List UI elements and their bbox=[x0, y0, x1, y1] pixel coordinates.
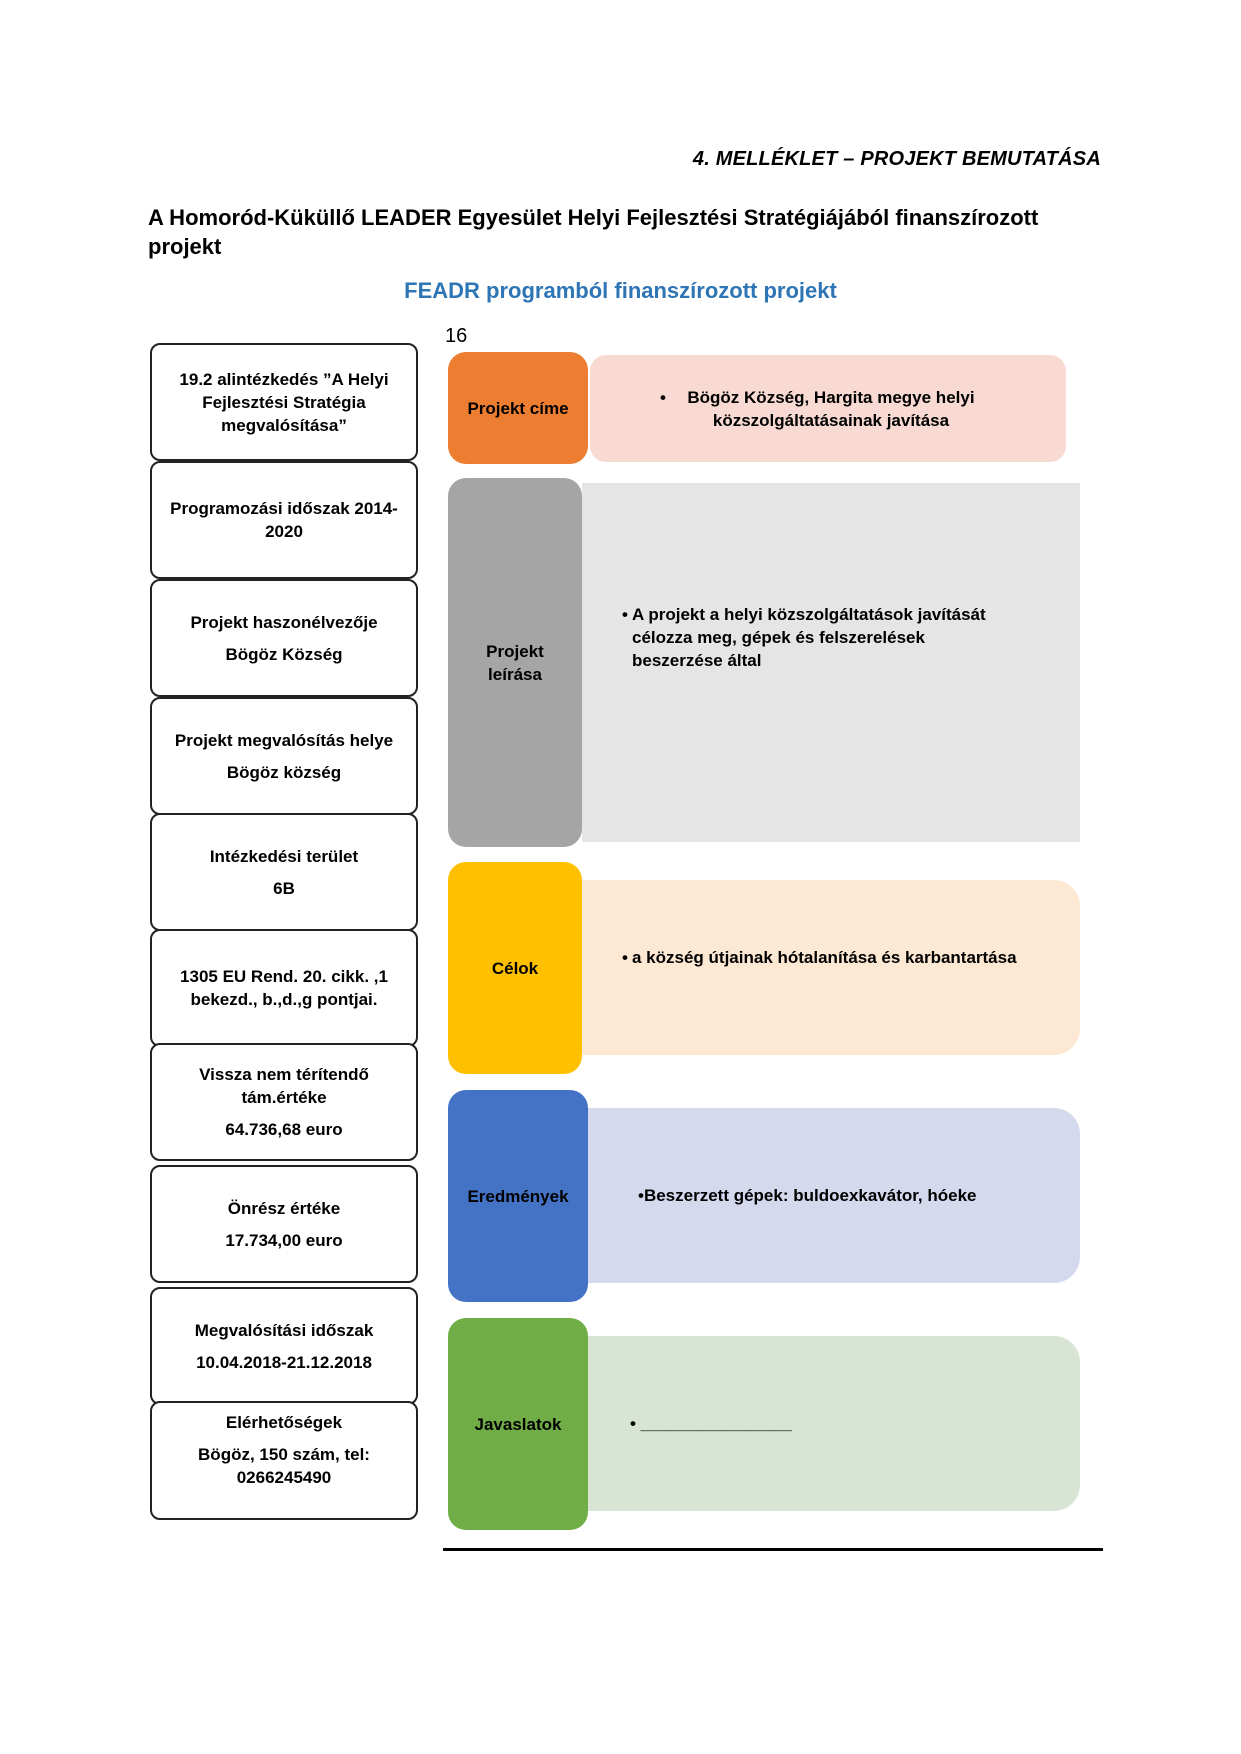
section-text: a község útjainak hótalanítása és karban… bbox=[632, 948, 1017, 967]
section-text: A projekt a helyi közszolgáltatások javí… bbox=[632, 605, 986, 670]
section-description-content: •A projekt a helyi közszolgáltatások jav… bbox=[582, 483, 1080, 842]
info-box-own-contribution: Önrész értéke 17.734,00 euro bbox=[150, 1165, 418, 1283]
section-label-suggestions: Javaslatok bbox=[448, 1318, 588, 1530]
info-box-text: Projekt megvalósítás helye bbox=[174, 730, 394, 750]
section-label-description: Projekt leírása bbox=[448, 478, 582, 847]
info-box-text: Megvalósítási időszak bbox=[194, 1320, 374, 1340]
section-label-title: Projekt címe bbox=[448, 352, 588, 464]
info-box-text: Vissza nem térítendő tám.értéke bbox=[199, 1065, 369, 1107]
info-box-text: Elérhetőségek bbox=[225, 1413, 343, 1432]
bullet: • bbox=[660, 387, 666, 407]
info-box-implementation-period: Megvalósítási időszak 10.04.2018-21.12.2… bbox=[150, 1287, 418, 1405]
info-box-grant-value: Vissza nem térítendő tám.értéke 64.736,6… bbox=[150, 1043, 418, 1161]
section-goals-content: •a község útjainak hótalanítása és karba… bbox=[582, 880, 1080, 1055]
section-label-text: Projekt leírása bbox=[486, 641, 544, 684]
info-box-intervention-area: Intézkedési terület 6B bbox=[150, 813, 418, 931]
bullet: • bbox=[630, 1414, 636, 1433]
document-subtitle: FEADR programból finanszírozott projekt bbox=[404, 278, 837, 303]
section-results-content: •Beszerzett gépek: buldoexkavátor, hóeke bbox=[588, 1108, 1080, 1283]
info-box-value: 17.734,00 euro bbox=[225, 1230, 343, 1250]
document-title: A Homoród-Küküllő LEADER Egyesület Helyi… bbox=[148, 205, 1039, 259]
info-box-text: 1305 EU Rend. 20. cikk. ,1 bekezd., b.,d… bbox=[180, 967, 388, 1009]
info-box-value: 10.04.2018-21.12.2018 bbox=[196, 1352, 372, 1372]
info-box-text: Programozási időszak 2014-2020 bbox=[170, 499, 398, 541]
section-label-results: Eredmények bbox=[448, 1090, 588, 1302]
info-box-value: 64.736,68 euro bbox=[225, 1120, 343, 1139]
page-number: 16 bbox=[445, 325, 468, 347]
info-box-value: Bögöz község bbox=[226, 762, 342, 782]
section-suggestions-content: • ________________ bbox=[588, 1336, 1080, 1511]
info-box-contacts: Elérhetőségek Bögöz, 150 szám, tel: 0266… bbox=[150, 1401, 418, 1520]
info-box-subaction: 19.2 alintézkedés ”A Helyi Fejlesztési S… bbox=[150, 343, 418, 461]
section-text: Beszerzett gépek: buldoexkavátor, hóeke bbox=[643, 1186, 977, 1205]
info-box-beneficiary: Projekt haszonélvezője Bögöz Község bbox=[150, 579, 418, 697]
info-box-value: 6B bbox=[273, 878, 295, 898]
bullet: • bbox=[622, 948, 628, 967]
section-title-content: • Bögöz Község, Hargita megye helyi közsz… bbox=[590, 355, 1066, 462]
info-box-location: Projekt megvalósítás helye Bögöz község bbox=[150, 697, 418, 815]
section-text: Bögöz Község, Hargita megye helyi közszo… bbox=[687, 387, 975, 430]
info-box-programming-period: Programozási időszak 2014-2020 bbox=[150, 461, 418, 579]
section-label-goals: Célok bbox=[448, 862, 582, 1074]
bottom-rule bbox=[443, 1548, 1103, 1551]
info-box-text: Intézkedési terület bbox=[209, 846, 359, 866]
bullet: • bbox=[638, 1186, 644, 1205]
info-box-text: 19.2 alintézkedés ”A Helyi Fejlesztési S… bbox=[179, 369, 389, 435]
info-box-text: Önrész értéke bbox=[227, 1198, 341, 1218]
section-text: ________________ bbox=[635, 1414, 792, 1433]
bullet: • bbox=[622, 605, 628, 624]
info-box-text: Projekt haszonélvezője bbox=[190, 612, 378, 632]
info-box-value: Bögöz, 150 szám, tel: 0266245490 bbox=[198, 1445, 370, 1487]
info-box-regulation: 1305 EU Rend. 20. cikk. ,1 bekezd., b.,d… bbox=[150, 929, 418, 1047]
annex-heading: 4. MELLÉKLET – PROJEKT BEMUTATÁSA bbox=[692, 148, 1101, 170]
info-box-value: Bögöz Község bbox=[225, 644, 343, 664]
